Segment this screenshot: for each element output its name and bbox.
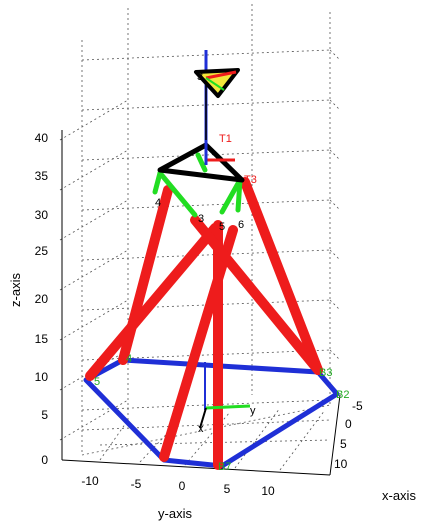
base-frame-x-label: x xyxy=(198,423,204,435)
z-tick: 40 xyxy=(35,131,49,145)
z-tick: 25 xyxy=(35,244,49,258)
x-tick: 10 xyxy=(334,457,348,471)
x-tick: -5 xyxy=(352,399,363,413)
node-label-B7: B7 xyxy=(218,461,231,473)
z-axis-ticks: 0 5 10 15 20 25 30 35 40 xyxy=(35,131,49,467)
node-label-B3: B3 xyxy=(319,367,332,379)
y-axis-label: y-axis xyxy=(158,506,192,521)
y-axis-ticks: -10 -5 0 5 10 xyxy=(81,474,275,498)
x-axis-label: x-axis xyxy=(382,488,416,503)
node-labels: T1 T3 B3 B2 4 5 B7 6 4 3 5 3 xyxy=(94,71,349,473)
y-tick: 5 xyxy=(224,482,231,496)
node-label-3-tool: 3 xyxy=(197,71,203,83)
z-tick: 35 xyxy=(35,169,49,183)
actuator-legs xyxy=(85,177,323,470)
x-tick: 5 xyxy=(340,437,347,451)
node-label-4: 4 xyxy=(126,353,132,365)
node-label-3: 3 xyxy=(198,213,204,225)
z-axis-label: z-axis xyxy=(8,273,23,307)
y-tick: -5 xyxy=(131,477,142,491)
node-label-5b: 5 xyxy=(219,221,225,233)
grid-box xyxy=(59,4,341,476)
leg xyxy=(190,215,323,375)
z-tick: 20 xyxy=(35,292,49,306)
leg xyxy=(85,223,220,381)
node-label-T1: T1 xyxy=(219,133,232,145)
top-platform xyxy=(157,142,245,183)
y-tick: 10 xyxy=(261,484,275,498)
leg xyxy=(118,185,173,365)
tool-frame xyxy=(194,68,240,98)
base-frame-y-label: y xyxy=(250,405,256,417)
base-frame: y x xyxy=(198,404,256,435)
node-label-6: 6 xyxy=(238,219,244,231)
green-links xyxy=(152,152,243,218)
leg xyxy=(240,177,323,375)
z-tick: 0 xyxy=(41,453,48,467)
z-tick: 15 xyxy=(35,332,49,346)
z-tick: 30 xyxy=(35,208,49,222)
node-label-T3: T3 xyxy=(244,174,257,186)
x-axis-ticks: -5 0 5 10 xyxy=(334,399,363,471)
y-tick: -10 xyxy=(81,474,99,488)
z-tick: 5 xyxy=(41,408,48,422)
node-label-B2: B2 xyxy=(336,389,349,401)
z-tick: 10 xyxy=(35,370,49,384)
node-label-5: 5 xyxy=(94,376,100,388)
y-tick: 0 xyxy=(179,479,186,493)
base-platform xyxy=(83,357,340,469)
node-label-4b: 4 xyxy=(155,197,161,209)
x-tick: 0 xyxy=(345,417,352,431)
